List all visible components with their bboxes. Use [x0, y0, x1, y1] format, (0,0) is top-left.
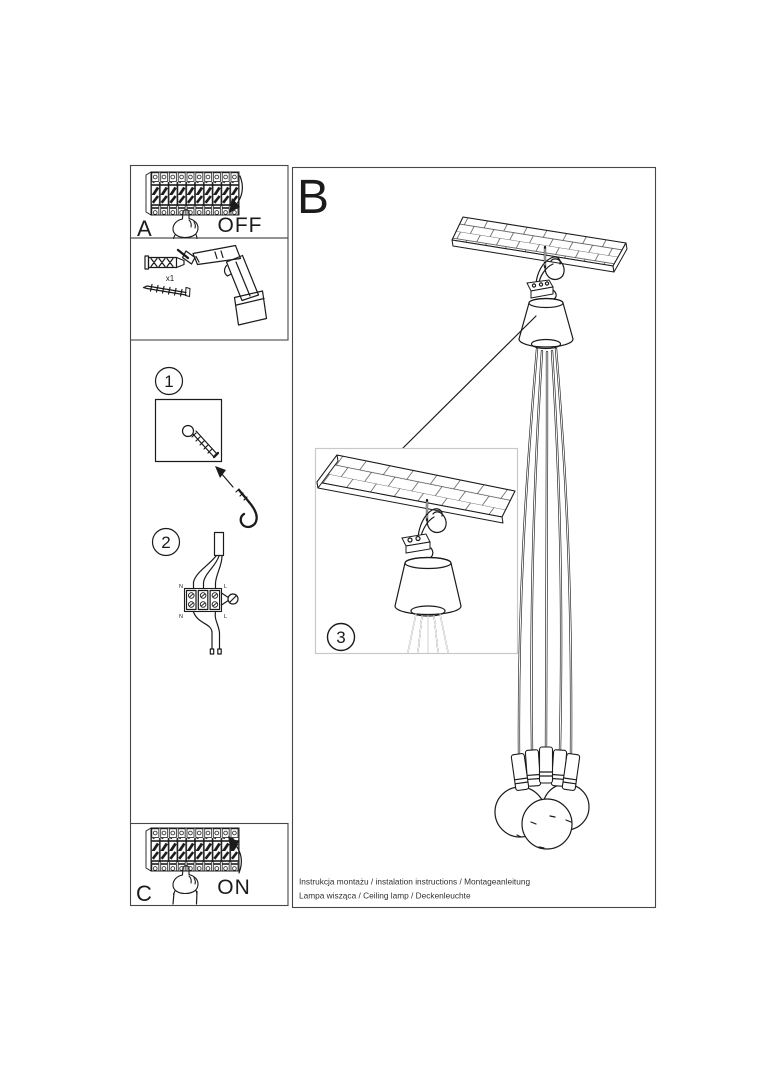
footer-line1: Instrukcja montażu / instalation instruc…	[299, 877, 530, 887]
bulb-sockets	[510, 746, 581, 791]
wall-anchor-icon	[144, 255, 185, 270]
step-1: 1	[154, 366, 258, 529]
step-2-number: 2	[161, 533, 170, 552]
canopy-cone-icon	[518, 297, 574, 350]
page-frame	[129, 164, 657, 909]
power-on-label: ON	[217, 876, 251, 899]
terminal-label-l-bottom: L	[224, 614, 227, 620]
section-a-label: A	[137, 216, 152, 241]
breaker-panel-icon	[145, 171, 240, 216]
terminal-label-n-top: N	[179, 584, 183, 590]
footer-line2: Lampa wisząca / Ceiling lamp / Deckenleu…	[299, 891, 471, 901]
step-3-badge	[326, 622, 356, 652]
wrist-lines	[172, 890, 198, 905]
mounting-screw-icon	[191, 430, 220, 459]
tools-needed: x1	[142, 244, 268, 326]
terminal-label-l-top: L	[224, 584, 227, 590]
bulb-cluster-icon	[494, 746, 590, 850]
breaker-panel-icon	[145, 827, 240, 872]
bulb-tip-marks	[516, 815, 572, 849]
canopy-cone-icon	[394, 556, 462, 617]
section-b-frame	[291, 166, 657, 909]
tools-frame	[129, 237, 289, 341]
ceiling-square-icon	[154, 398, 223, 463]
power-off-label: OFF	[218, 214, 263, 237]
screw-icon	[142, 283, 191, 298]
pendant-cables	[517, 347, 573, 755]
section-b: B	[297, 171, 628, 901]
ceiling-slab-icon	[451, 216, 628, 273]
step-1-number: 1	[164, 372, 173, 391]
ceiling-hook-icon	[235, 488, 258, 529]
terminal-block-icon	[526, 279, 557, 300]
step-2: 2 N L N L	[151, 527, 239, 655]
section-b-label: B	[297, 171, 329, 224]
step-3-callout: 3	[314, 447, 519, 655]
terminal-label-n-bottom: N	[179, 614, 183, 620]
leader-line	[401, 315, 537, 450]
curved-arrow-down-icon	[229, 175, 243, 213]
terminal-block-icon	[183, 587, 223, 613]
output-wires-icon	[192, 611, 222, 655]
step-c-power-on: C ON	[136, 827, 251, 906]
step-3-number: 3	[336, 628, 345, 647]
ceiling-slab-icon	[316, 454, 516, 524]
step-a-power-off: A OFF	[137, 171, 263, 241]
ceiling-hole-icon	[181, 424, 195, 438]
canopy-wires	[407, 613, 449, 653]
power-cable-icon	[192, 531, 225, 589]
section-c-label: C	[136, 881, 152, 906]
panel-c-frame	[129, 822, 289, 907]
anchor-quantity-label: x1	[166, 274, 175, 283]
insert-arrow-icon	[215, 466, 234, 488]
screwdriver-icon	[220, 592, 239, 606]
hook-and-canopy	[518, 245, 574, 350]
step-2-badge	[151, 527, 181, 557]
drill-icon	[176, 244, 268, 326]
step-1-badge	[154, 366, 184, 396]
terminal-block-icon	[401, 533, 434, 566]
curved-arrow-up-icon	[228, 836, 242, 874]
